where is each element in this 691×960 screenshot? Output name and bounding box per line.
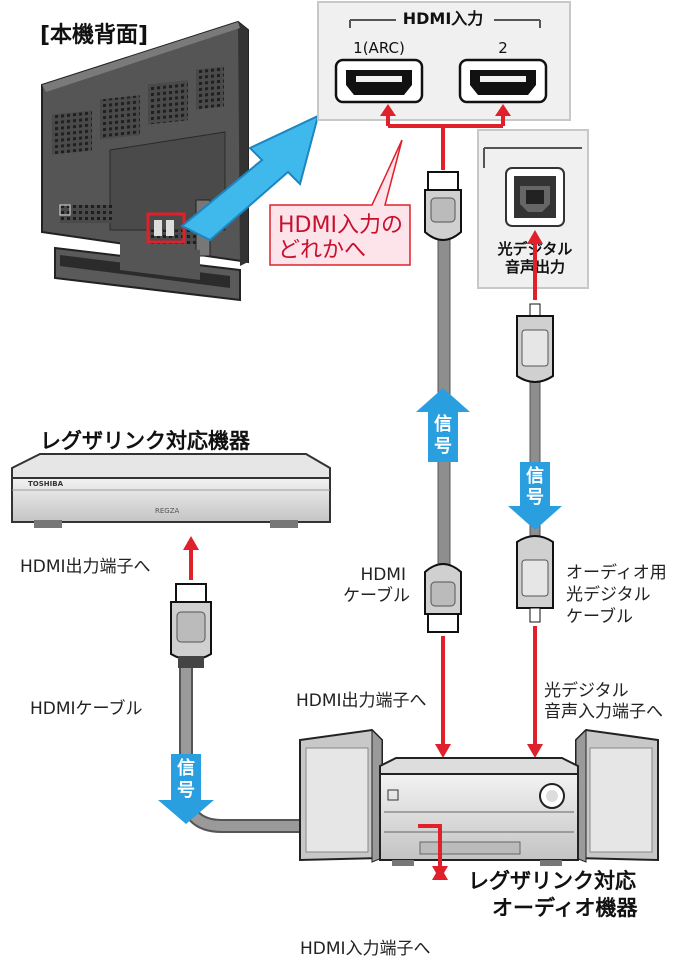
hdmi-port-2-label: 2 [498,39,508,57]
signal-char-optical-2: 号 [526,487,544,508]
callout-line-2: どれかへ [278,238,366,263]
amp-optical-in-label-2: 音声入力端子へ [544,702,663,722]
signal-arrow-left [158,754,214,824]
hdmi-panel-title: HDMI入力 [403,9,484,28]
signal-arrow-center [416,388,470,462]
left-cable-label: HDMIケーブル [30,698,143,719]
signal-char-center-1: 信 [434,413,452,435]
player-hdmi-out-label: HDMI出力端子へ [20,557,151,577]
audio-device-line-1: レグザリンク対応 [468,869,636,893]
player-title: レグザリンク対応機器 [40,429,251,453]
hdmi-cable-label-2: ケーブル [343,585,410,606]
amp-hdmi-out-label: HDMI出力端子へ [296,691,427,711]
signal-char-left-2: 号 [177,780,195,801]
audio-system [299,728,659,866]
callout-line-1: HDMI入力の [278,213,403,238]
hdmi-callout [269,139,411,266]
amp-hdmi-in-arrow [418,824,442,872]
player-brand: TOSHIBA [28,480,64,488]
audio-cable-label-2: 光デジタル [566,584,651,605]
signal-char-center-2: 号 [434,436,452,457]
hdmi-input-panel [317,1,571,121]
audio-cable-label-3: ケーブル [566,606,633,627]
amp-hdmi-in-label: HDMI入力端子へ [300,939,431,959]
hdmi-cable-label-1: HDMI [360,565,406,585]
hdmi-port-1-label: 1(ARC) [353,39,405,57]
signal-char-optical-1: 信 [526,465,544,487]
amp-optical-in-label-1: 光デジタル [544,680,629,701]
player-model: REGZA [155,507,180,515]
signal-arrow-optical [508,462,562,530]
tv-back-label: [本機背面] [40,23,148,48]
player-device [11,453,331,528]
signal-char-left-1: 信 [177,757,195,779]
optical-cable [516,303,554,623]
zoom-arrow [180,114,320,242]
audio-device-line-2: オーディオ機器 [492,896,639,920]
tv-back-illustration [41,20,249,302]
audio-cable-label-1: オーディオ用 [566,562,667,583]
